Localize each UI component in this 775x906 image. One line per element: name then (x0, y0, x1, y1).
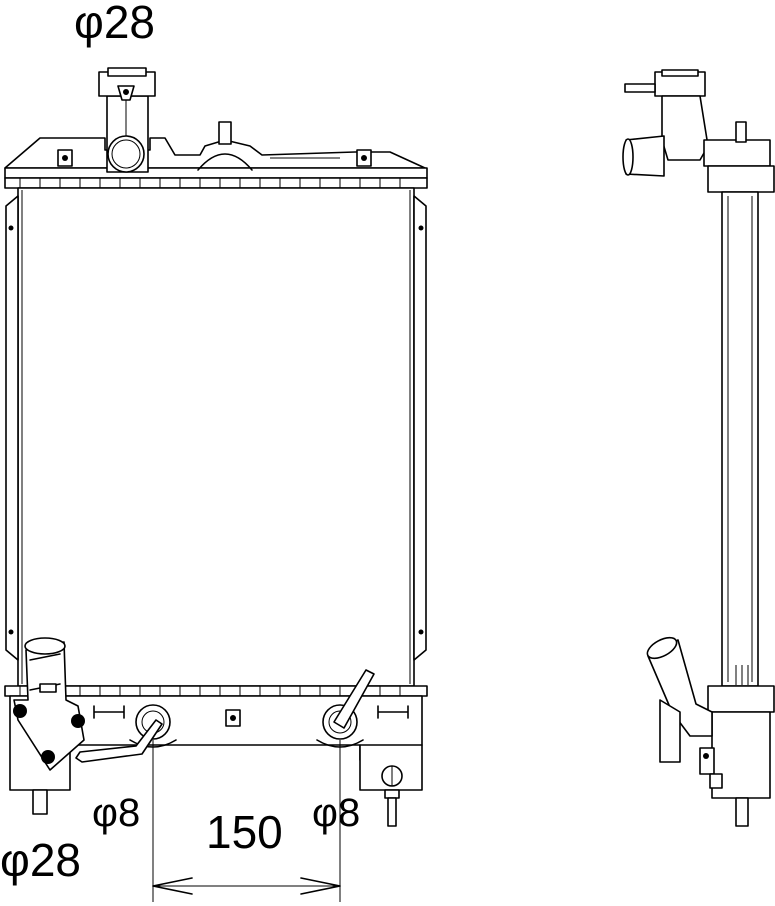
bottom-outlet-neck (13, 637, 85, 771)
top-inlet-neck (98, 67, 156, 173)
right-pipe-diameter-label: φ8 (312, 791, 360, 835)
front-view (4, 67, 428, 902)
radiator-core (5, 187, 427, 687)
side-view (622, 69, 775, 827)
top-inlet-diameter-label: φ28 (74, 0, 155, 48)
top-tank (4, 121, 428, 189)
bottom-tank (4, 669, 428, 827)
left-pipe-diameter-label: φ8 (92, 791, 140, 835)
pipe-spacing-dimension (152, 740, 341, 902)
bottom-outlet-diameter-label: φ28 (0, 834, 81, 886)
pipe-spacing-label: 150 (206, 806, 283, 858)
